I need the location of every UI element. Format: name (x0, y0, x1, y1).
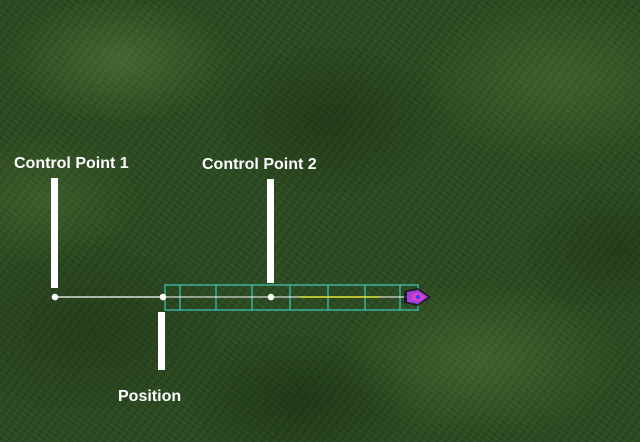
vehicle-icon (404, 288, 431, 306)
control-point-1-dot (52, 294, 59, 301)
position-dot (160, 294, 167, 301)
control-point-2-dot (268, 294, 275, 301)
